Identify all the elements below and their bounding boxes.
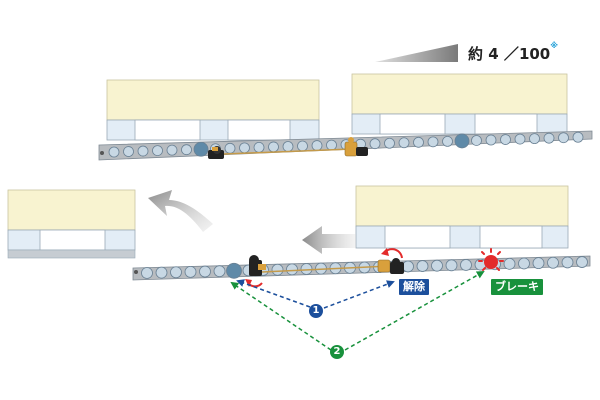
roller xyxy=(514,133,526,145)
roller xyxy=(326,139,337,151)
roller xyxy=(297,140,308,152)
step2-marker: 2 xyxy=(330,345,344,359)
gray-curved-arrow-icon xyxy=(148,190,213,232)
roller xyxy=(286,263,298,276)
roller xyxy=(282,141,294,152)
slope-wedge-icon xyxy=(375,44,458,62)
roller xyxy=(413,136,424,148)
roller xyxy=(224,142,236,154)
roller xyxy=(416,260,429,272)
roller xyxy=(226,262,242,279)
upper-pallet-left xyxy=(106,79,320,141)
lower-stopper-left xyxy=(249,255,266,276)
upper-rollers xyxy=(108,131,584,158)
red-burst-icon xyxy=(478,248,504,271)
roller xyxy=(500,134,511,145)
roller xyxy=(460,259,472,271)
roller xyxy=(193,141,209,157)
upper-stopper-left xyxy=(208,146,353,159)
tilting-pallet xyxy=(7,189,136,259)
roller xyxy=(558,132,569,144)
lower-stopper-right xyxy=(377,258,404,274)
roller xyxy=(384,137,395,149)
step1-line-left xyxy=(236,279,311,308)
gradient-value: 4 xyxy=(488,45,499,63)
roller xyxy=(398,137,410,149)
gradient-denominator: 100 xyxy=(518,45,551,63)
gradient-note-mark: ※ xyxy=(550,41,559,50)
step1-line-right xyxy=(323,280,395,309)
roller xyxy=(561,256,574,269)
roller xyxy=(137,145,149,157)
roller xyxy=(199,265,211,278)
roller xyxy=(239,142,250,154)
roller xyxy=(166,144,178,156)
roller xyxy=(155,266,168,279)
roller xyxy=(213,265,226,278)
roller xyxy=(529,133,540,145)
gray-left-arrow-icon xyxy=(302,226,356,254)
lower-pallet-right xyxy=(355,185,569,249)
roller xyxy=(518,257,530,270)
roller xyxy=(454,133,470,149)
roller xyxy=(471,135,482,146)
gradient-prefix: 約 xyxy=(468,45,484,63)
roller xyxy=(532,257,545,270)
upper-conveyor xyxy=(98,73,593,161)
roller xyxy=(485,134,497,146)
roller xyxy=(402,260,414,273)
roller xyxy=(442,136,453,147)
upper-pallet-right xyxy=(351,73,568,135)
roller xyxy=(503,257,516,270)
roller xyxy=(431,259,443,272)
step1-marker: 1 xyxy=(309,304,323,318)
roller xyxy=(253,141,265,153)
upper-stopper-right xyxy=(344,137,368,157)
roller xyxy=(181,144,192,156)
roller xyxy=(576,256,588,268)
roller xyxy=(152,145,163,157)
step2-line-left xyxy=(230,281,332,351)
roller xyxy=(141,267,153,279)
gradient-label: 約 4 ／100※ xyxy=(468,41,559,64)
roller xyxy=(369,138,381,150)
roller xyxy=(572,131,584,143)
roller xyxy=(445,259,458,272)
roller xyxy=(108,146,120,158)
roller xyxy=(184,266,197,278)
brake-label: ブレーキ xyxy=(491,279,543,295)
roller xyxy=(271,263,284,276)
roller xyxy=(170,266,182,279)
roller xyxy=(427,136,439,148)
release-label: 解除 xyxy=(399,279,429,295)
step2-line-right xyxy=(344,271,485,351)
roller xyxy=(547,256,559,269)
roller xyxy=(123,146,134,157)
roller xyxy=(268,141,279,153)
gradient-separator: ／ xyxy=(503,45,519,63)
roller xyxy=(311,140,323,151)
roller xyxy=(543,132,555,144)
